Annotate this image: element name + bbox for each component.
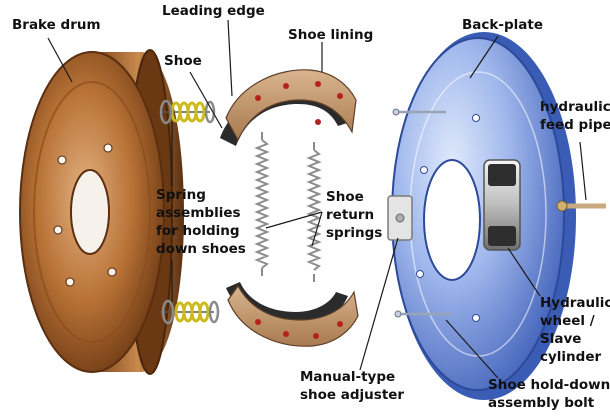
leader-return-spring-b [311, 211, 323, 247]
upper-shoe-lining [225, 69, 357, 142]
label-shoe: Shoe [164, 53, 202, 69]
mounting-bolt-hole [472, 114, 480, 122]
return-spring-left [254, 139, 270, 269]
rivet [283, 331, 289, 337]
feed-pipe-union [556, 200, 568, 212]
leader-wheel-cylinder [507, 247, 541, 297]
lower-shoe-lining [227, 284, 359, 347]
drum-stud-hole [107, 267, 117, 277]
rivet [315, 119, 321, 125]
wheel-cylinder-boot-top [488, 164, 516, 186]
rivet [315, 81, 321, 87]
rivet [255, 319, 261, 325]
rivet [313, 333, 319, 339]
drum-face-inner-ring [33, 81, 151, 343]
leader-return-spring-a [265, 211, 323, 229]
shoe-return-springs [254, 132, 322, 282]
hold-down-spring-bottom [160, 299, 220, 325]
label-hydraulic-wheel-cylinder: Hydraulic wheel / Slave cylinder [540, 295, 610, 365]
drum-stud-hole [53, 225, 63, 235]
hold-down-bolt-top-head [392, 108, 400, 116]
hold-down-spring-top [159, 99, 216, 125]
label-shoe-return-springs: Shoe return springs [326, 189, 383, 241]
mounting-bolt-hole [420, 166, 428, 174]
leader-leading-edge [227, 19, 233, 97]
rivet [337, 93, 343, 99]
leader-brake-drum [47, 37, 73, 83]
drum-hub-hole [70, 169, 110, 255]
label-brake-drum: Brake drum [12, 17, 101, 33]
back-plate [387, 32, 606, 400]
label-leading-edge: Leading edge [162, 3, 265, 19]
leader-lines [47, 19, 587, 379]
leader-manual-adjuster [359, 237, 399, 371]
label-spring-assemblies: Spring assemblies for holding down shoes [156, 187, 246, 257]
leader-hold-down-bolt [445, 319, 499, 379]
drum-stud-hole [103, 143, 113, 153]
leader-back-plate [469, 35, 499, 79]
leader-feed-pipe [579, 141, 587, 201]
rivet [337, 321, 343, 327]
wheel-cylinder-boot-bottom [488, 226, 516, 246]
back-plate-center-hole [423, 159, 481, 281]
label-shoe-lining: Shoe lining [288, 27, 374, 43]
rivet [283, 83, 289, 89]
drum-stud-hole [65, 277, 75, 287]
label-hold-down-bolt: Shoe hold-down assembly bolt [488, 377, 610, 411]
drum-stud-hole [57, 155, 67, 165]
brake-drum [19, 49, 185, 375]
upper-brake-shoe [220, 69, 357, 146]
rivet [255, 95, 261, 101]
mounting-bolt-hole [472, 314, 480, 322]
label-hydraulic-feed-pipe: hydraulic feed pipe [540, 99, 610, 133]
label-back-plate: Back-plate [462, 17, 543, 33]
label-manual-shoe-adjuster: Manual-type shoe adjuster [300, 369, 405, 403]
leader-shoe [189, 71, 223, 129]
adjuster-screw [395, 213, 405, 223]
return-spring-right [306, 149, 322, 271]
lower-brake-shoe [226, 282, 359, 347]
hold-down-bolt-bottom-head [394, 310, 402, 318]
mounting-bolt-hole [416, 270, 424, 278]
